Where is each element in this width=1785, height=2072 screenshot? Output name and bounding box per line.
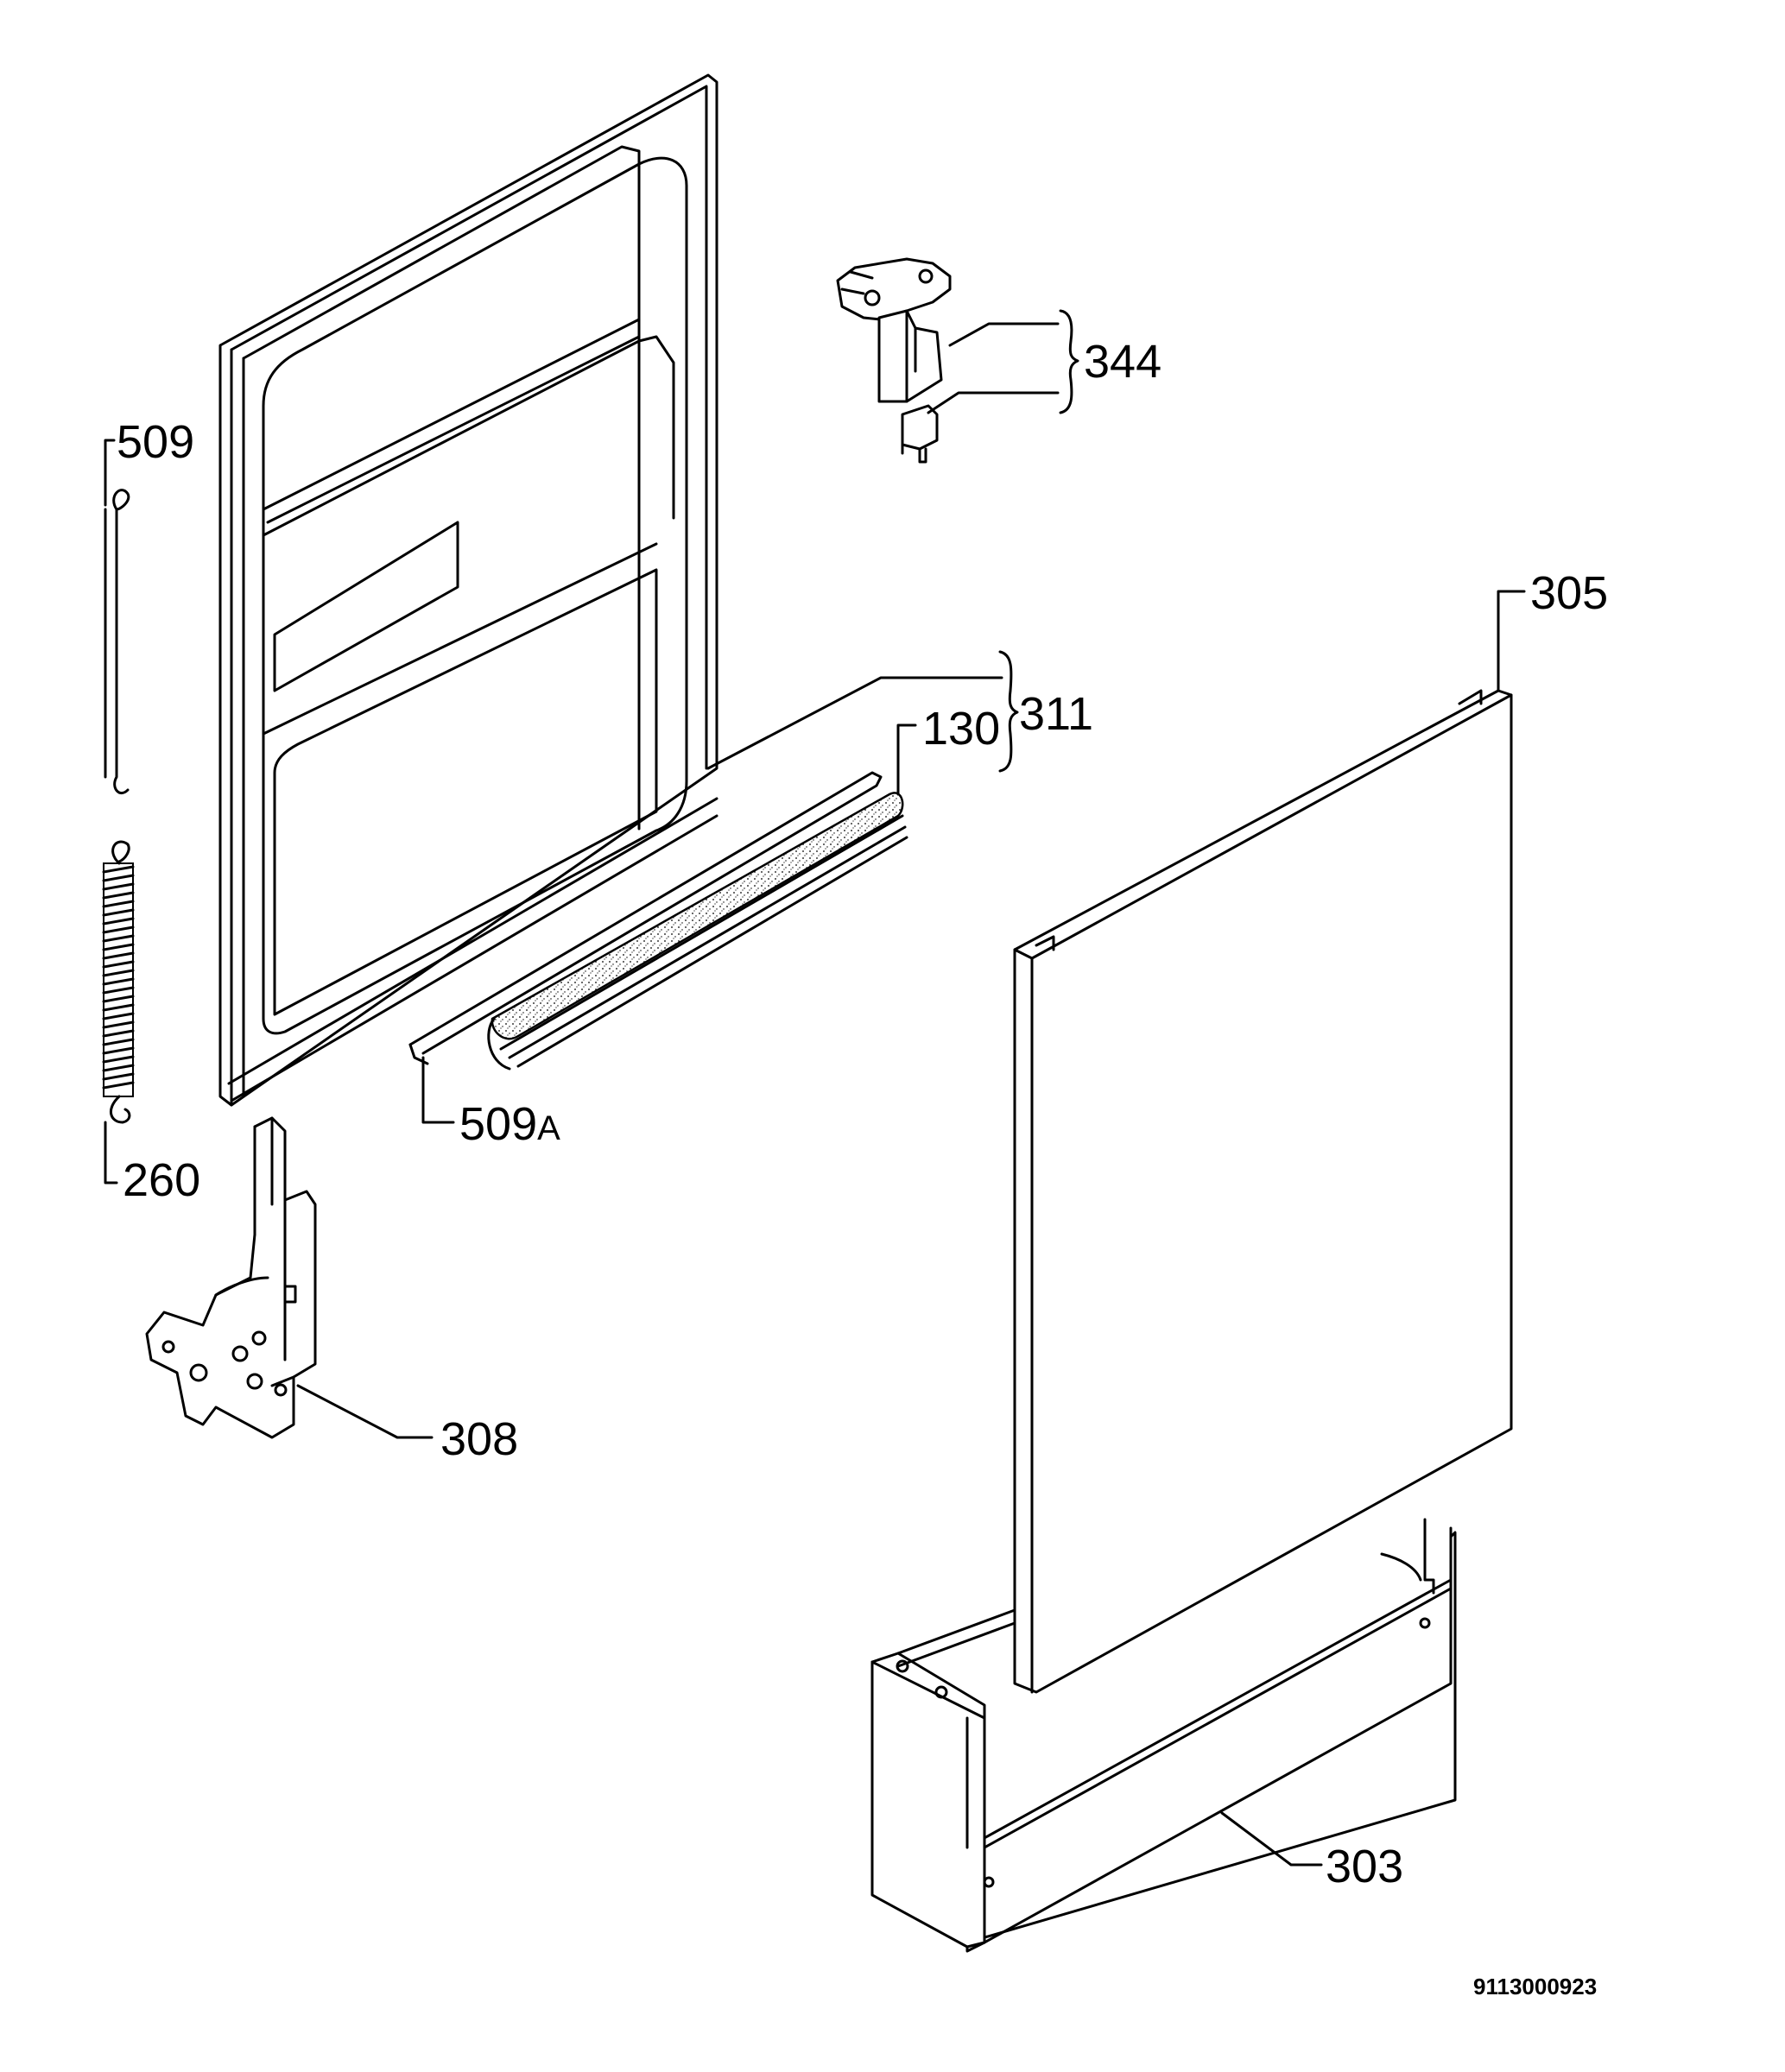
hook-rod-509: [104, 489, 130, 795]
door-hinge: [145, 1116, 317, 1439]
label-130: 130: [922, 703, 1000, 755]
label-305: 305: [1530, 567, 1608, 619]
label-311: 311: [1019, 688, 1093, 740]
diagram-code: 9113000923: [1473, 1974, 1597, 1999]
kick-plate-303: [870, 1518, 1457, 1953]
label-509a: 509A: [459, 1098, 560, 1150]
tension-spring-260: [102, 840, 135, 1124]
door-seal-130: [487, 792, 908, 1071]
label-260: 260: [123, 1154, 200, 1206]
label-308: 308: [440, 1413, 518, 1465]
furniture-door-panel-305: [1013, 689, 1513, 1694]
label-303: 303: [1326, 1841, 1403, 1892]
leader-lines: [104, 309, 1526, 1867]
part-labels: 509 260 308 509A 130 311 344 305 303 911…: [117, 336, 1608, 1999]
label-509: 509: [117, 416, 194, 468]
door-lock-344: [836, 257, 952, 464]
inner-door-panel: [218, 73, 718, 1107]
label-344: 344: [1084, 336, 1162, 388]
